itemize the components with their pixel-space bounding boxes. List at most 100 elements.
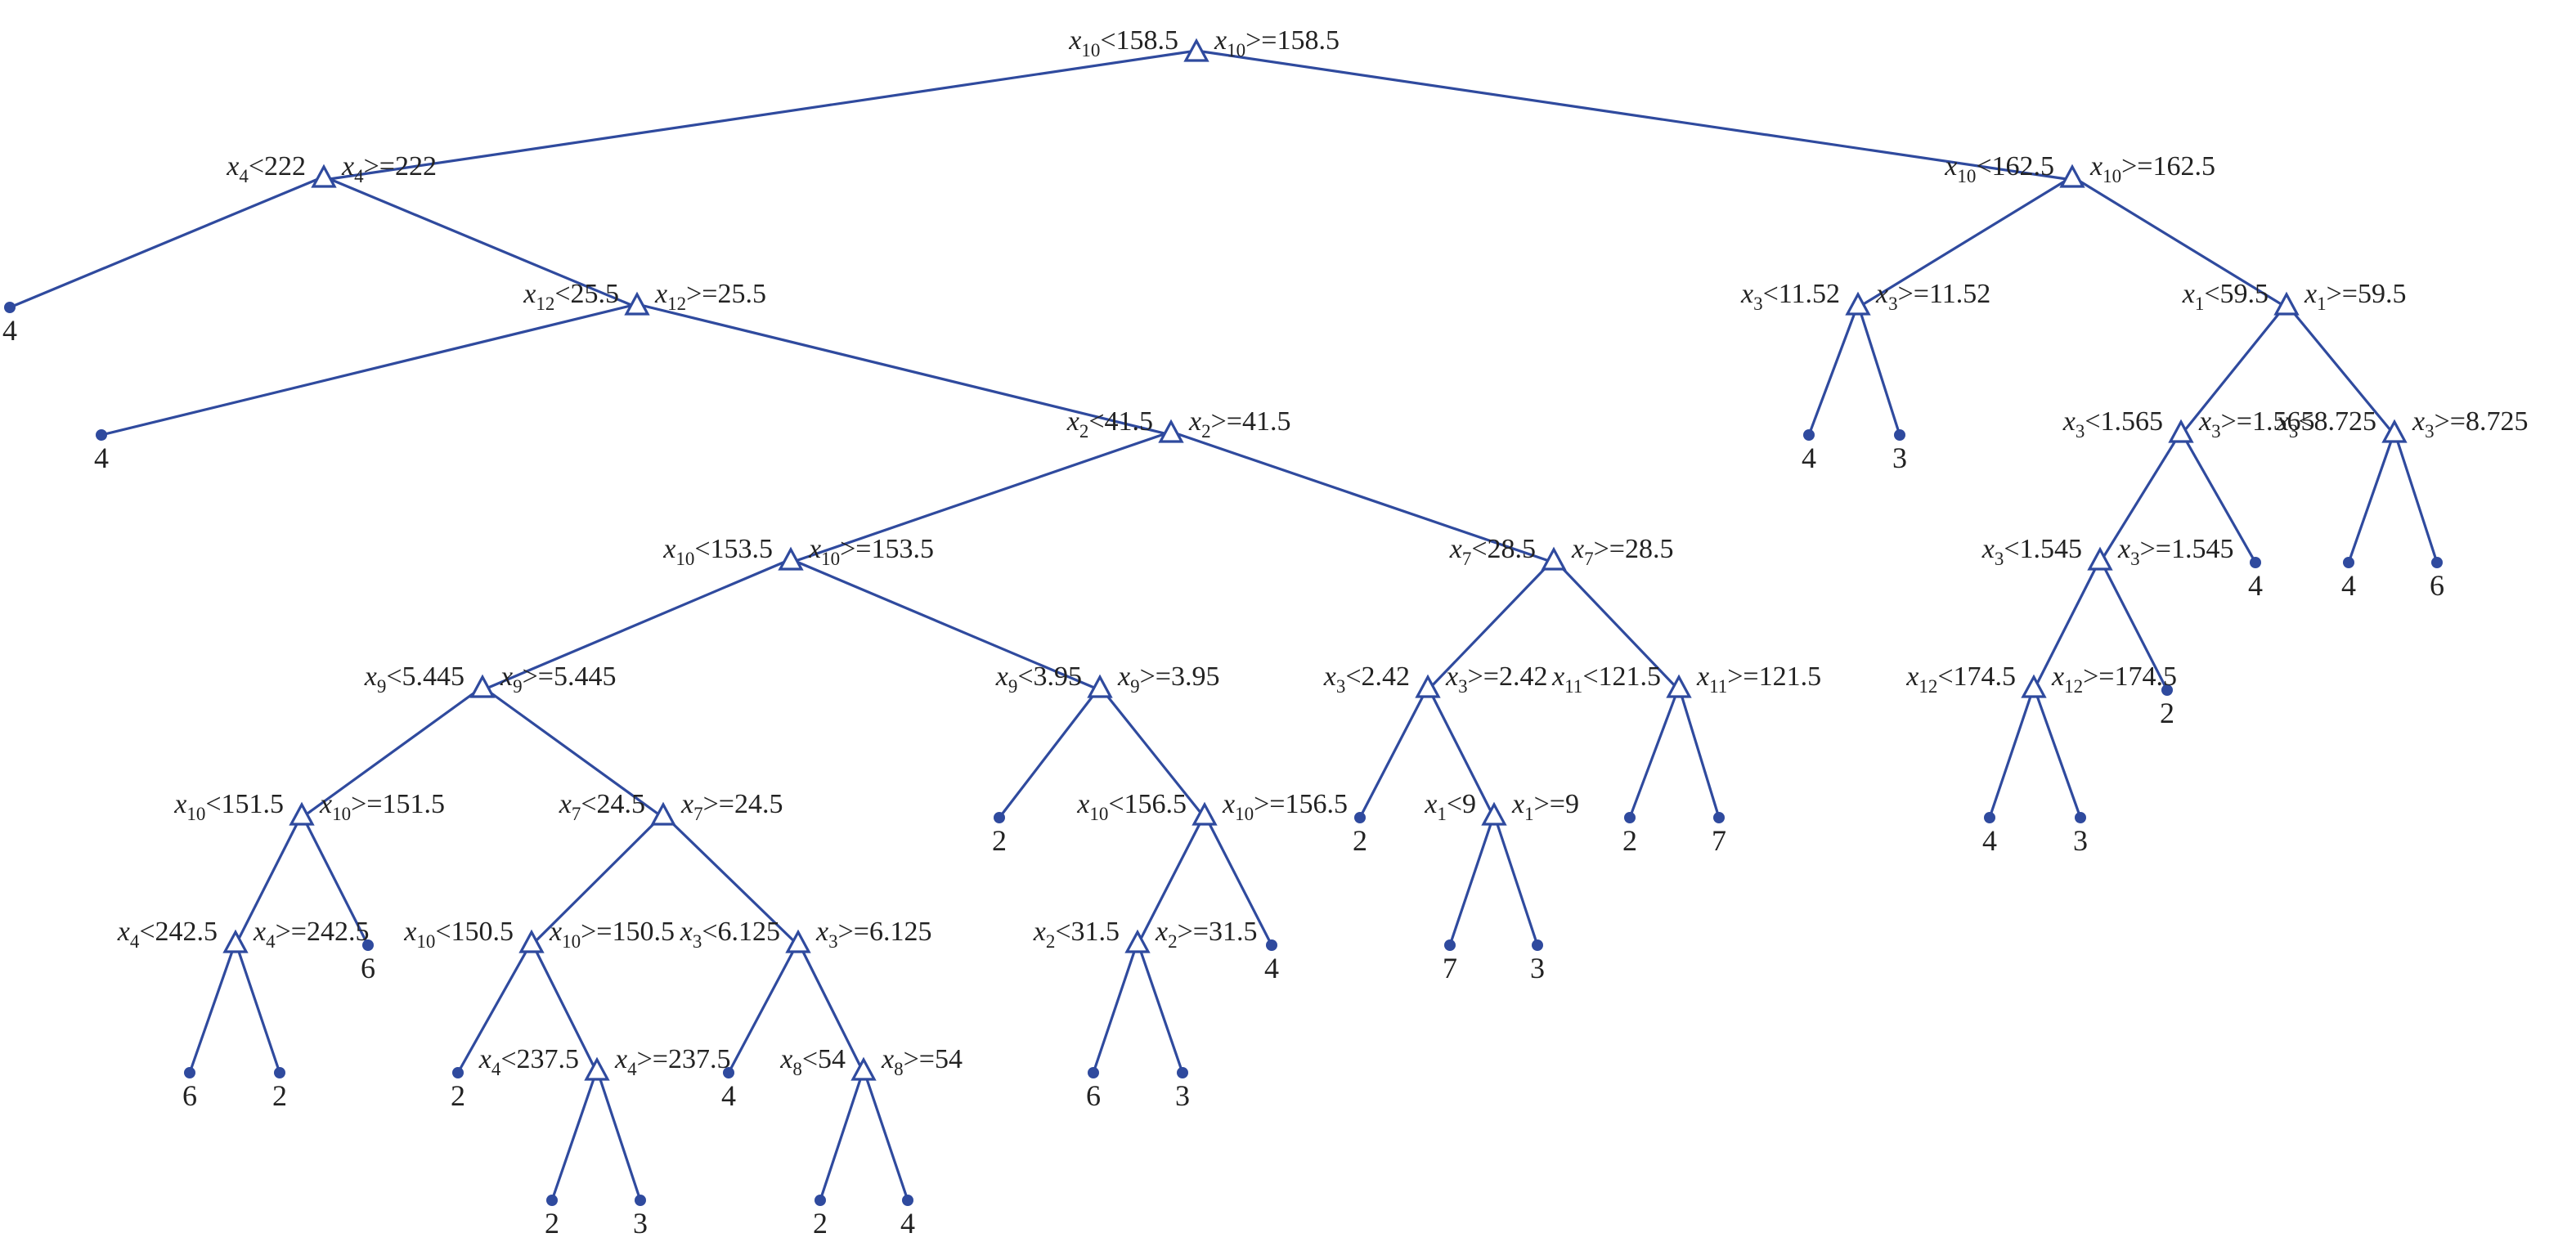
edge-n4-n13 — [790, 558, 1101, 692]
leaf-node-l3 — [184, 1067, 195, 1078]
edge-n1-l1 — [9, 175, 325, 309]
threshold-value: 11.52 — [1779, 279, 1840, 309]
edge-n24-n25 — [2032, 558, 2102, 691]
feature-symbol: x — [478, 1044, 491, 1074]
operator: < — [1976, 151, 1991, 182]
edge-n14-n15 — [1136, 814, 1206, 946]
feature-symbol: x — [341, 151, 354, 182]
feature-index: 9 — [513, 676, 523, 697]
edge-n23-l26 — [2179, 431, 2257, 563]
threshold-value: 54 — [935, 1044, 963, 1074]
leaf-class-label: 4 — [1982, 824, 1997, 857]
operator: >= — [1178, 917, 1209, 947]
feature-symbol: x — [1066, 406, 1079, 437]
split-node-n12 — [850, 1056, 877, 1081]
feature-index: 4 — [239, 166, 249, 186]
split-condition-n5-right: x9>=5.445 — [500, 661, 616, 697]
threshold-value: 9 — [1565, 789, 1579, 819]
split-node-n5 — [469, 674, 496, 698]
split-condition-n2-left: x12<25.5 — [523, 279, 619, 314]
threshold-value: 2.42 — [1499, 661, 1548, 692]
edge-n20-n22 — [2071, 175, 2287, 309]
operator: < — [1582, 661, 1598, 692]
operator: >= — [686, 279, 717, 309]
leaf-node-l26 — [2250, 557, 2261, 568]
feature-index: 4 — [266, 931, 276, 952]
split-node-n23 — [2168, 419, 2194, 443]
split-condition-n3-right: x2>=41.5 — [1188, 406, 1290, 442]
leaf-node-l18 — [1532, 939, 1543, 951]
operator: < — [702, 917, 717, 947]
edge-n4-n5 — [482, 558, 792, 692]
threshold-value: 8.725 — [2466, 406, 2529, 437]
threshold-value: 156.5 — [1285, 789, 1348, 819]
leaf-class-label: 3 — [633, 1207, 648, 1240]
feature-symbol: x — [2198, 406, 2211, 437]
split-node-n17 — [1415, 674, 1441, 698]
leaf-class-label: 4 — [2341, 569, 2356, 602]
threshold-value: 31.5 — [1071, 917, 1120, 947]
edge-n8-n11 — [662, 813, 800, 947]
feature-index: 4 — [354, 166, 364, 186]
edge-n6-n7 — [234, 814, 303, 946]
feature-symbol: x — [614, 1044, 627, 1074]
edge-n11-n12 — [797, 941, 865, 1074]
split-condition-n21-left: x3<11.52 — [1740, 279, 1840, 314]
edge-n25-l24 — [2032, 686, 2082, 818]
split-node-n15 — [1124, 929, 1151, 953]
operator: < — [249, 151, 264, 182]
edge-n18-l18 — [1492, 814, 1539, 946]
feature-symbol: x — [253, 917, 266, 947]
split-condition-n25-right: x12>=174.5 — [2051, 661, 2177, 697]
edge-n3-n4 — [790, 430, 1172, 564]
leaf-node-l25 — [2161, 684, 2173, 696]
leaf-class-label: 4 — [721, 1079, 736, 1112]
operator: < — [1017, 661, 1033, 692]
edge-n20-n21 — [1857, 175, 2073, 309]
threshold-value: 162.5 — [2152, 151, 2215, 182]
edge-n19-l20 — [1677, 686, 1721, 818]
threshold-value: 54 — [818, 1044, 846, 1074]
operator: < — [435, 917, 451, 947]
edge-n16-n19 — [1552, 558, 1681, 692]
split-condition-n9-right: x10>=150.5 — [549, 917, 675, 952]
split-condition-n15-left: x2<31.5 — [1033, 917, 1120, 952]
threshold-value: 242.5 — [307, 917, 370, 947]
split-node-n19 — [1666, 674, 1692, 698]
split-node-n25 — [2021, 674, 2047, 698]
feature-symbol: x — [1981, 534, 1995, 564]
edge-n5-n8 — [482, 685, 664, 819]
operator: < — [581, 789, 596, 819]
operator: >= — [2083, 661, 2114, 692]
operator: >= — [523, 661, 554, 692]
threshold-value: 150.5 — [612, 917, 675, 947]
leaf-node-l1 — [4, 302, 16, 313]
leaf-class-label: 4 — [900, 1207, 915, 1240]
split-condition-n15-right: x2>=31.5 — [1155, 917, 1257, 952]
leaf-node-l23 — [1984, 812, 1995, 823]
operator: < — [1345, 661, 1361, 692]
split-condition-n1-left: x4<222 — [226, 151, 306, 186]
leaf-node-l27 — [2343, 557, 2354, 568]
split-condition-n23-right: x3>=1.565 — [2198, 406, 2314, 442]
feature-index: 7 — [1584, 549, 1594, 569]
split-condition-n0-left: x10<158.5 — [1068, 25, 1178, 61]
edge-n0-n20 — [1196, 49, 2073, 182]
threshold-value: 3.95 — [1171, 661, 1220, 692]
feature-symbol: x — [2304, 279, 2317, 309]
feature-index: 3 — [2289, 421, 2299, 442]
split-condition-n22-right: x1>=59.5 — [2304, 279, 2406, 314]
split-node-n6 — [289, 801, 315, 826]
split-condition-n18-left: x1<9 — [1424, 789, 1476, 824]
leaf-class-label: 3 — [1175, 1079, 1190, 1112]
edge-n21-l21 — [1807, 303, 1860, 436]
leaf-class-label: 2 — [451, 1079, 465, 1112]
feature-symbol: x — [1068, 25, 1081, 56]
feature-index: 1 — [1524, 804, 1534, 824]
feature-index: 10 — [2103, 166, 2121, 186]
split-node-n13 — [1087, 674, 1113, 698]
split-condition-n10-right: x4>=237.5 — [614, 1044, 730, 1079]
feature-index: 7 — [1462, 549, 1472, 569]
feature-symbol: x — [1155, 917, 1168, 947]
operator: < — [1100, 25, 1115, 56]
